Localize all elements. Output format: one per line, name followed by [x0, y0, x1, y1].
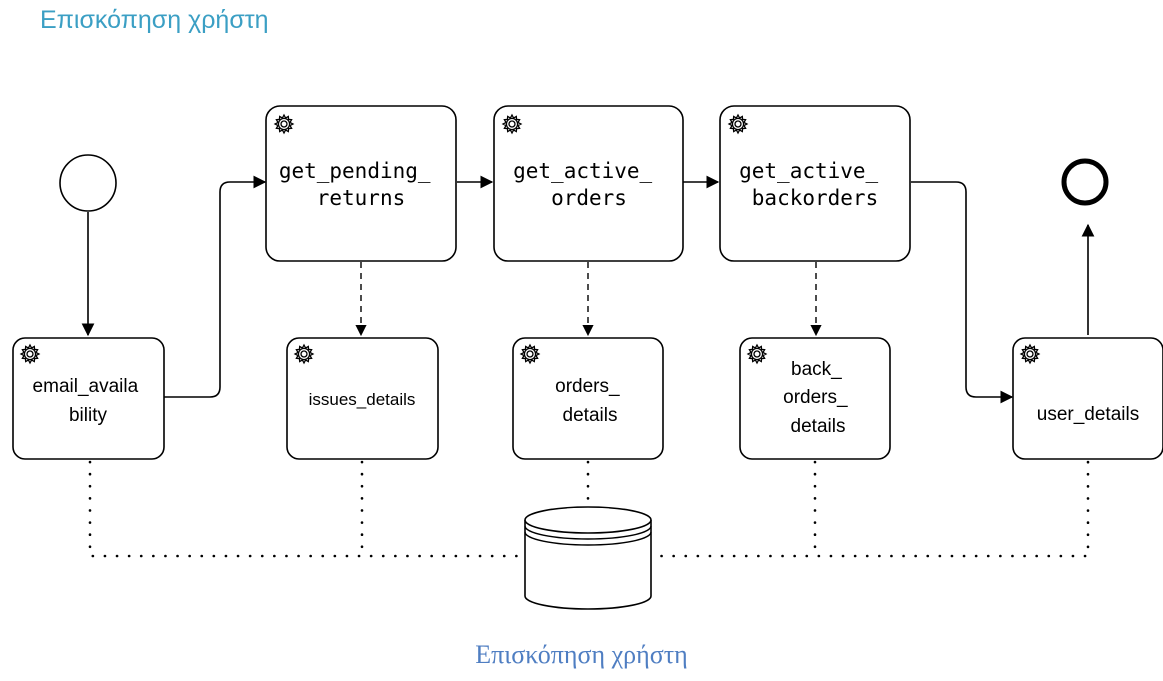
svg-text:get_active_ orders: get_active_ orders	[513, 159, 665, 210]
task-label-line: get_active_	[739, 159, 878, 183]
task-label-line: orders_	[783, 387, 848, 408]
diagram-caption: Επισκόπηση χρήστη	[475, 640, 688, 669]
svg-text:orders_ details: orders_ details	[555, 376, 625, 426]
task-label-line: issues_details	[309, 390, 416, 409]
task-label-line: user_details	[1037, 404, 1139, 425]
task-get-active-orders[interactable]: get_active_ orders	[493, 105, 684, 262]
end-event	[1061, 158, 1109, 206]
task-back-orders-details[interactable]: back_ orders_ details	[739, 337, 891, 460]
task-issues-details[interactable]: issues_details	[286, 337, 439, 460]
svg-text:email_availa bility: email_availa bility	[33, 376, 144, 426]
svg-text:issues_details: issues_details	[309, 390, 416, 409]
task-get-pending-returns[interactable]: get_pending_ returns	[265, 105, 457, 262]
task-user-details[interactable]: user_details	[1012, 337, 1163, 460]
task-label-line: get_active_	[513, 159, 652, 183]
task-label-line: details	[563, 405, 618, 426]
task-label-line: bility	[69, 405, 108, 426]
task-email-availability[interactable]: email_availa bility	[12, 337, 165, 460]
task-label-line: get_pending_	[279, 159, 431, 183]
svg-text:get_pending_ returns: get_pending_ returns	[279, 159, 443, 210]
data-store[interactable]	[524, 506, 652, 610]
task-label-line: returns	[317, 186, 406, 210]
task-get-active-backorders[interactable]: get_active_ backorders	[719, 105, 911, 262]
task-label-line: backorders	[752, 186, 878, 210]
task-label-line: orders_	[555, 376, 620, 397]
task-label-line: details	[791, 416, 846, 437]
task-label-line: orders	[551, 186, 627, 210]
svg-text:back_ orders_ deta: back_ orders_ details	[783, 359, 853, 437]
diagram-title-top: Επισκόπηση χρήστη	[40, 6, 269, 34]
sequence-flows	[81, 175, 1095, 404]
dashed-associations	[355, 262, 822, 337]
svg-text:get_active_ backorders: get_active_ backorders	[739, 159, 891, 210]
start-event	[59, 154, 117, 212]
task-label-line: back_	[791, 359, 842, 380]
svg-text:user_details: user_details	[1037, 404, 1139, 425]
task-label-line: email_availa	[33, 376, 139, 397]
task-orders-details[interactable]: orders_ details	[512, 337, 664, 460]
